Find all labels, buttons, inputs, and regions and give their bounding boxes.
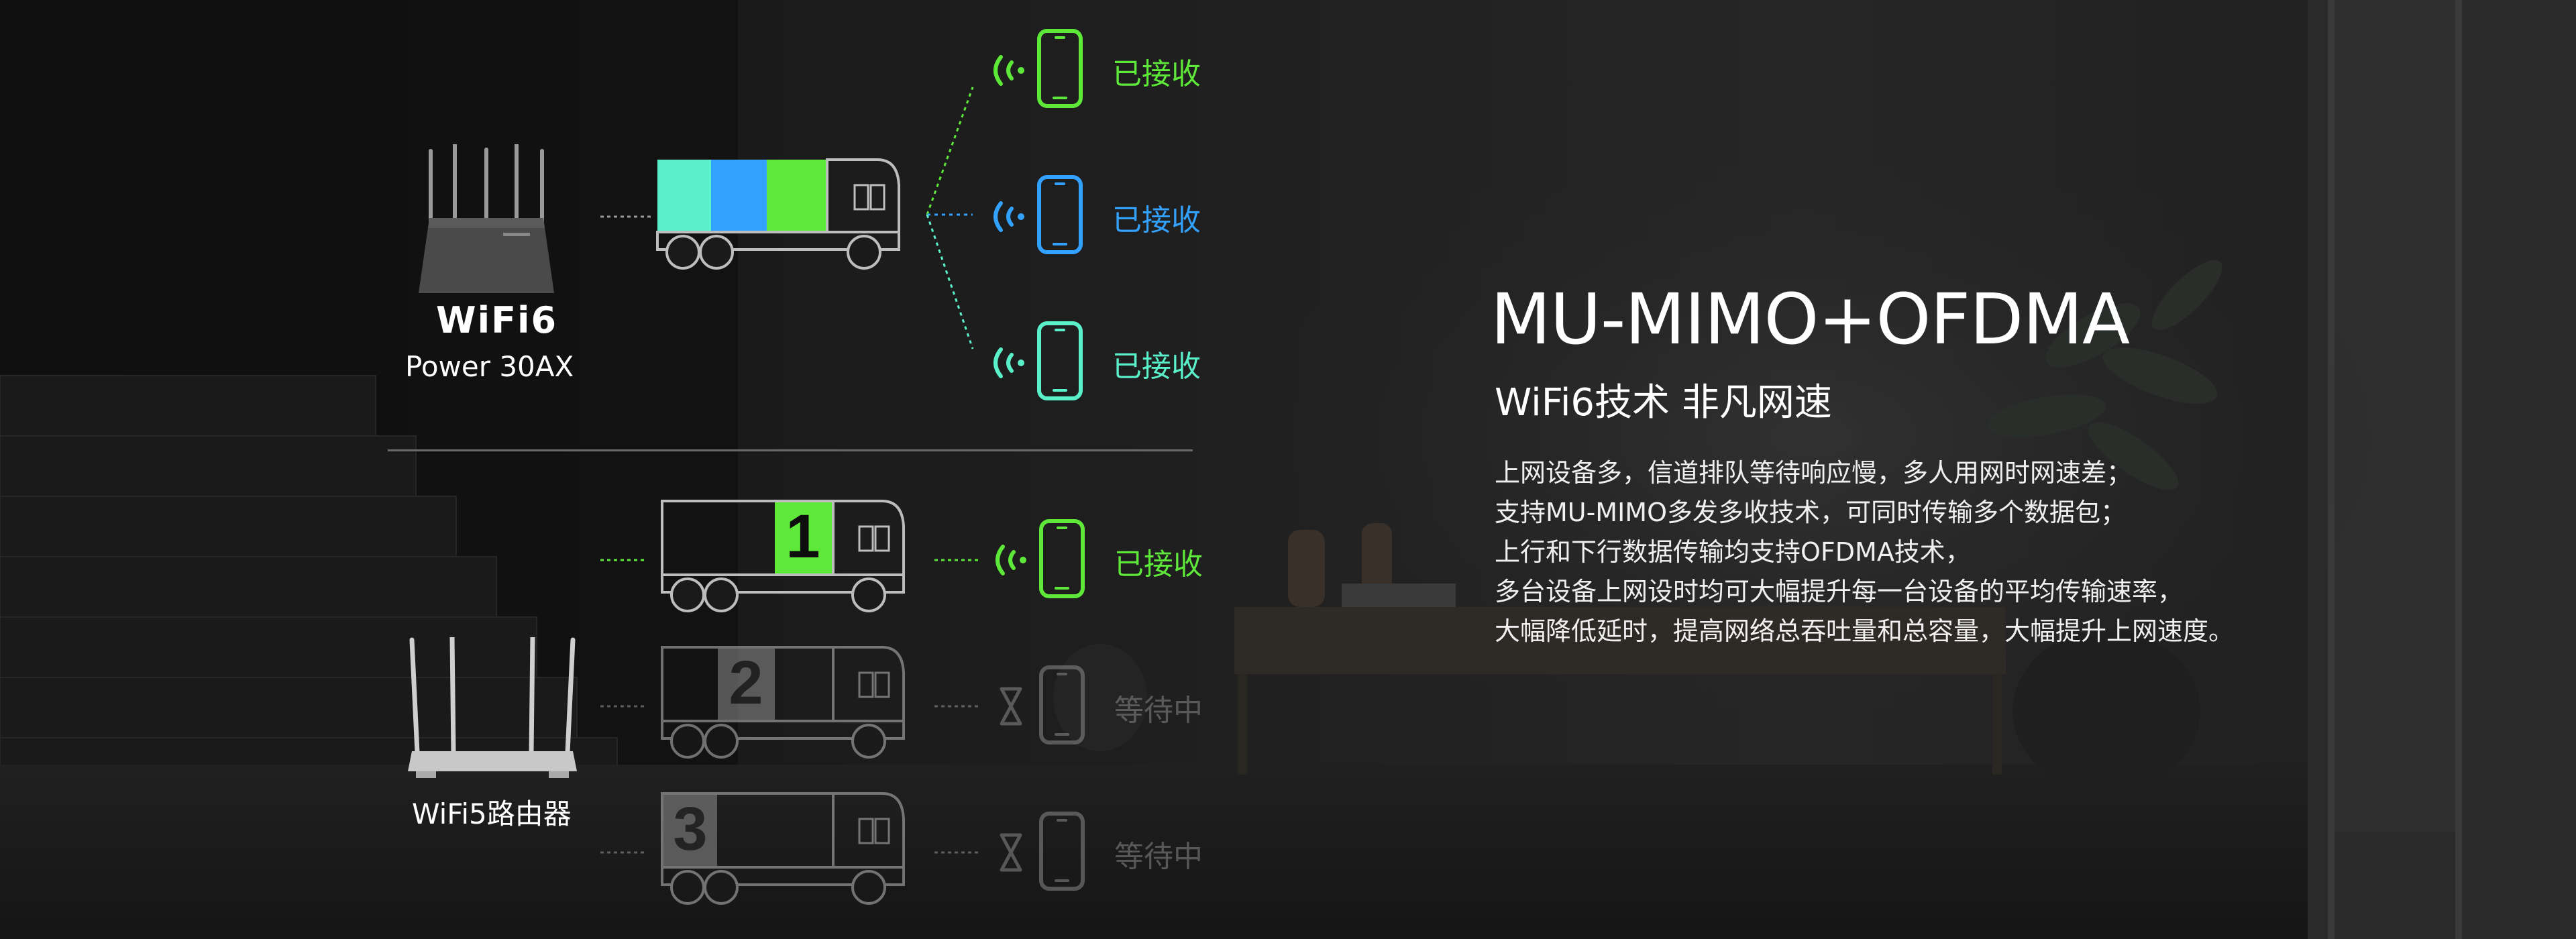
phone-icon: [1039, 812, 1085, 891]
signal-icon: [994, 347, 1024, 378]
device-status-label: 已接收: [1112, 57, 1201, 91]
wifi5-router-label: WiFi5路由器: [412, 797, 572, 830]
wifi6-brand-label: WiFi6: [436, 299, 558, 341]
queue-row: 3 等待中: [600, 792, 1271, 913]
phone-icon: [1039, 665, 1085, 744]
dotted-link: [934, 559, 981, 561]
queue-number: 3: [673, 795, 707, 863]
dotted-link: [934, 705, 981, 708]
wifi6-data-truck: [656, 158, 900, 270]
hero-description: 上网设备多，信道排队等待响应慢，多人用网时网速差； 支持MU-MIMO多发多收技…: [1495, 453, 2541, 651]
queue-truck: 3: [661, 792, 905, 905]
wifi6-model-label: Power 30AX: [405, 350, 574, 383]
sideboard-illustration: [1234, 523, 2006, 775]
queue-number: 2: [729, 649, 763, 717]
section-divider: [388, 449, 1193, 451]
queue-truck: 1: [661, 500, 905, 612]
signal-icon: [994, 201, 1024, 232]
description-line: 大幅降低延时，提高网络总吞吐量和总容量，大幅提升上网速度。: [1495, 616, 2235, 646]
description-line: 多台设备上网设时均可大幅提升每一台设备的平均传输速率，: [1495, 577, 2184, 606]
phone-icon: [1037, 321, 1083, 400]
device-status-label: 已接收: [1114, 547, 1203, 582]
device-row: 已接收: [986, 27, 1254, 114]
dotted-link: [600, 705, 647, 708]
description-line: 上网设备多，信道排队等待响应慢，多人用网时网速差；: [1495, 458, 2133, 488]
signal-icon: [996, 545, 1026, 575]
dotted-link: [600, 215, 654, 218]
queue-row: 2 等待中: [600, 646, 1271, 767]
phone-icon: [1039, 519, 1085, 598]
device-status-label: 已接收: [1112, 203, 1201, 237]
cargo-block-blue: [711, 160, 767, 232]
wifi5-router-icon: [408, 637, 577, 778]
dotted-link: [600, 559, 647, 561]
hero-title: MU-MIMO+OFDMA: [1491, 278, 2130, 360]
cargo-block-green: [767, 160, 827, 232]
description-line: 支持MU-MIMO多发多收技术，可同时传输多个数据包；: [1495, 498, 2127, 527]
hourglass-icon: [1000, 833, 1022, 872]
queue-truck: 2: [661, 646, 905, 759]
queue-row: 1 已接收: [600, 500, 1271, 620]
signal-icon: [994, 55, 1024, 86]
dotted-link: [600, 851, 647, 854]
plant-illustration: [1986, 260, 2222, 490]
dotted-link: [934, 851, 981, 854]
device-row: 已接收: [986, 173, 1254, 260]
phone-icon: [1037, 175, 1083, 254]
hourglass-icon: [1000, 687, 1022, 726]
phone-icon: [1037, 29, 1083, 108]
device-status-label: 等待中: [1114, 694, 1203, 728]
device-status-label: 等待中: [1114, 840, 1203, 874]
hero-subtitle: WiFi6技术 非凡网速: [1495, 381, 1832, 425]
cargo-block-teal: [657, 160, 711, 232]
description-line: 上行和下行数据传输均支持OFDMA技术，: [1495, 537, 1971, 567]
fanout-links: [926, 87, 974, 349]
device-row: 已接收: [986, 319, 1254, 406]
device-status-label: 已接收: [1112, 349, 1201, 384]
queue-number: 1: [786, 502, 820, 571]
wifi6-router-icon: [419, 144, 554, 293]
